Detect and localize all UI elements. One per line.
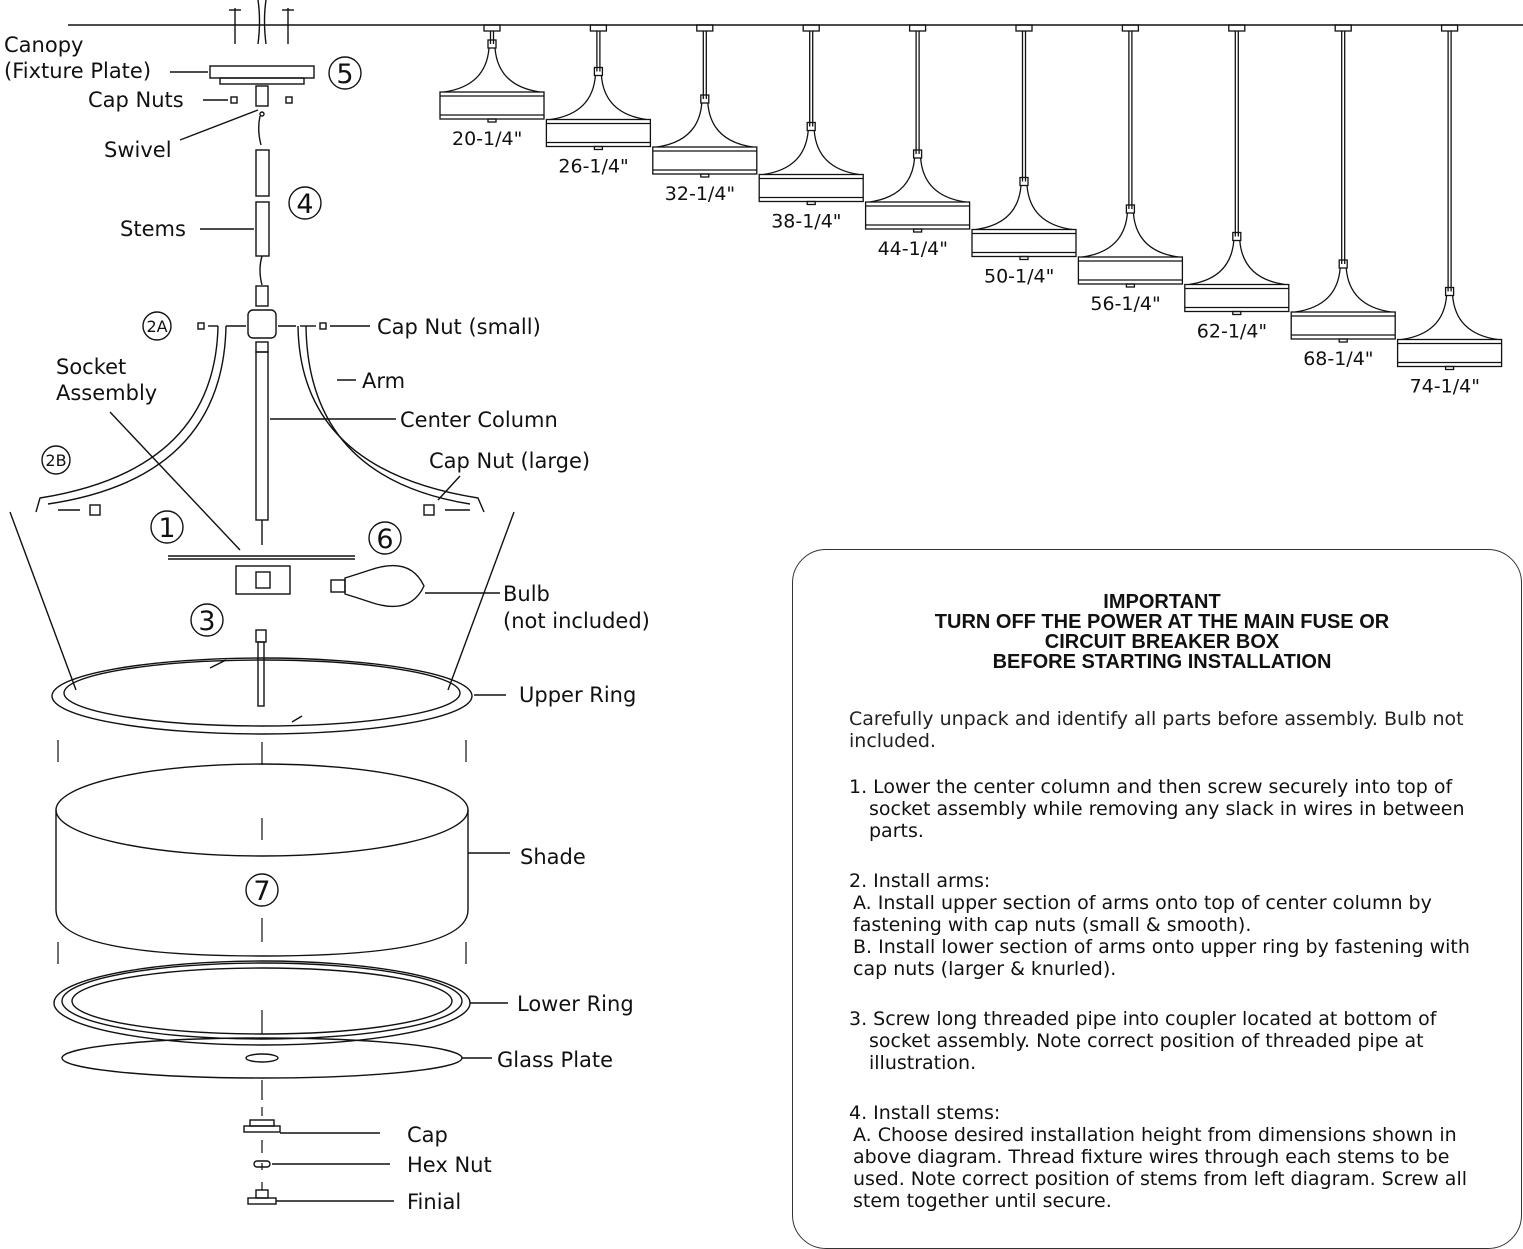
instructions-panel: IMPORTANT TURN OFF THE POWER AT THE MAIN… xyxy=(792,549,1522,1249)
height-label: 74-1/4" xyxy=(1410,376,1480,398)
label-cap: Cap xyxy=(407,1123,448,1147)
label-cap-nut-small: Cap Nut (small) xyxy=(377,315,541,339)
label-arm: Arm xyxy=(362,369,405,393)
height-label: 62-1/4" xyxy=(1197,321,1267,343)
step-3: 3. Screw long threaded pipe into coupler… xyxy=(849,1008,1475,1074)
step-2b-text: B. Install lower section of arms onto up… xyxy=(853,936,1470,980)
bulb xyxy=(330,564,425,608)
step-4-heading: 4. Install stems: xyxy=(849,1102,1001,1124)
canopy-fixture-plate xyxy=(209,65,315,85)
step-marker-2a: 2A xyxy=(142,311,172,341)
svg-text:1: 1 xyxy=(158,513,175,544)
svg-text:4: 4 xyxy=(296,189,313,220)
pendant-option xyxy=(652,24,758,178)
shade-guide-lines xyxy=(9,511,515,691)
step-marker-4: 4 xyxy=(288,186,322,220)
height-label: 38-1/4" xyxy=(771,211,841,233)
label-cap-nut-large: Cap Nut (large) xyxy=(429,449,590,473)
label-bulb-1: Bulb xyxy=(503,582,550,606)
height-label: 26-1/4" xyxy=(558,156,628,178)
svg-text:3: 3 xyxy=(198,606,215,637)
step-marker-1: 1 xyxy=(150,510,184,544)
height-label: 32-1/4" xyxy=(665,183,735,205)
mounting-screws xyxy=(229,0,294,45)
label-hex-nut: Hex Nut xyxy=(407,1153,492,1177)
step-2: 2. Install arms: A. Install upper sectio… xyxy=(849,870,1475,980)
label-finial: Finial xyxy=(407,1190,461,1212)
label-upper-ring: Upper Ring xyxy=(519,683,636,707)
pendant-option xyxy=(864,24,971,233)
shade xyxy=(55,763,469,957)
upper-ring xyxy=(51,657,473,735)
label-cap-nuts: Cap Nuts xyxy=(88,88,184,112)
pendant-option xyxy=(1396,24,1503,371)
swivel xyxy=(255,85,269,146)
pendant-option xyxy=(1184,24,1290,316)
step-1: 1. Lower the center column and then scre… xyxy=(849,776,1475,842)
axis-guides xyxy=(57,740,467,1190)
svg-text:2A: 2A xyxy=(146,317,167,336)
label-stems: Stems xyxy=(120,217,186,241)
intro-text: Carefully unpack and identify all parts … xyxy=(849,708,1464,752)
step-2-heading: 2. Install arms: xyxy=(849,870,991,892)
step-marker-7: 7 xyxy=(245,873,279,907)
finial xyxy=(247,1189,277,1205)
svg-text:6: 6 xyxy=(376,524,393,555)
label-swivel: Swivel xyxy=(104,138,172,162)
pendant-option xyxy=(1290,24,1396,343)
cap xyxy=(243,1119,281,1133)
step-3-text: 3. Screw long threaded pipe into coupler… xyxy=(849,1008,1437,1074)
svg-text:7: 7 xyxy=(253,876,270,907)
height-label: 44-1/4" xyxy=(878,238,948,260)
hanging-height-options: 20-1/4" 26-1/4" 32-1/4" 38-1/4" 44-1/4" 50-1/… xyxy=(439,24,1503,398)
pendant-option xyxy=(439,24,545,123)
threaded-pipe xyxy=(255,629,267,707)
arms xyxy=(35,325,485,516)
step-2a-text: A. Install upper section of arms onto to… xyxy=(853,892,1432,936)
hex-nut xyxy=(253,1160,271,1168)
label-center-column: Center Column xyxy=(400,408,558,432)
step-marker-5: 5 xyxy=(328,56,362,90)
pendant-option xyxy=(1077,24,1184,288)
cap-nuts xyxy=(230,96,293,104)
step-1-text: 1. Lower the center column and then scre… xyxy=(849,776,1465,842)
label-socket-2: Assembly xyxy=(56,381,157,405)
height-label: 56-1/4" xyxy=(1090,293,1160,315)
svg-text:5: 5 xyxy=(336,59,353,90)
center-column xyxy=(247,285,277,545)
exploded-assembly-diagram: 5 4 2A 2B 1 6 3 7 Canopy (Fixture Plate)… xyxy=(4,0,1523,1212)
height-label: 50-1/4" xyxy=(984,266,1054,288)
pendant-option xyxy=(758,24,864,206)
pendant-option xyxy=(971,24,1077,261)
pendant-option xyxy=(545,24,652,151)
stems xyxy=(255,149,270,286)
step-marker-6: 6 xyxy=(368,521,402,555)
height-label: 20-1/4" xyxy=(452,128,522,150)
cap-nut-small xyxy=(197,322,327,330)
height-label: 68-1/4" xyxy=(1303,348,1373,370)
svg-text:2B: 2B xyxy=(45,451,66,470)
important-warning: IMPORTANT TURN OFF THE POWER AT THE MAIN… xyxy=(934,591,1390,673)
label-canopy-2: (Fixture Plate) xyxy=(4,59,151,83)
glass-plate xyxy=(61,1037,463,1079)
label-socket-1: Socket xyxy=(56,355,126,379)
label-lower-ring: Lower Ring xyxy=(517,992,634,1016)
label-bulb-2: (not included) xyxy=(503,609,650,633)
step-marker-2b: 2B xyxy=(41,445,71,475)
label-glass-plate: Glass Plate xyxy=(497,1048,613,1072)
step-4: 4. Install stems: A. Choose desired inst… xyxy=(849,1102,1475,1212)
label-shade: Shade xyxy=(520,845,586,869)
step-4a-text: A. Choose desired installation height fr… xyxy=(853,1124,1468,1212)
label-canopy-1: Canopy xyxy=(4,33,83,57)
socket-assembly xyxy=(168,555,355,595)
step-marker-3: 3 xyxy=(190,603,224,637)
